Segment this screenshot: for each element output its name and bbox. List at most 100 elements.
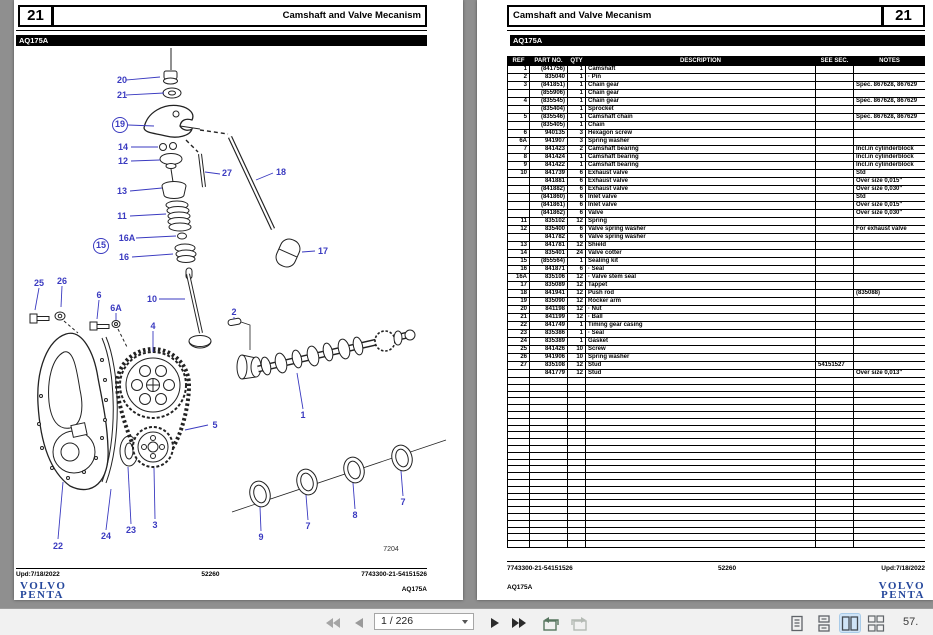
- table-cell: [853, 89, 925, 98]
- table-cell: [507, 201, 530, 210]
- two-page-layout-button[interactable]: [839, 613, 861, 633]
- table-cell: Exhaust valve: [585, 177, 816, 186]
- table-cell: 841782: [529, 233, 568, 242]
- single-page-layout-button[interactable]: [787, 614, 807, 632]
- chain-gear-drawing: [114, 346, 192, 468]
- empty-table-row: [507, 451, 925, 460]
- next-page-icon: [491, 618, 499, 628]
- table-cell: [853, 105, 925, 114]
- previous-view-button[interactable]: [540, 616, 562, 631]
- table-cell: 14: [507, 249, 530, 258]
- table-cell: [507, 185, 530, 194]
- empty-table-row: [507, 533, 925, 542]
- table-cell: (855564): [529, 257, 568, 266]
- zoom-level[interactable]: 57.: [903, 616, 919, 628]
- table-cell: Incl.in cylinderblock: [853, 161, 925, 170]
- continuous-layout-button[interactable]: [814, 614, 834, 632]
- empty-table-row: [507, 397, 925, 406]
- table-cell: [815, 369, 854, 378]
- table-cell: [853, 281, 925, 290]
- table-cell: Inlet valve: [585, 193, 816, 202]
- empty-table-row: [507, 465, 925, 474]
- table-cell: [853, 297, 925, 306]
- next-page-button[interactable]: [486, 616, 504, 630]
- table-cell: 835108: [529, 361, 568, 370]
- table-cell: 835089: [529, 281, 568, 290]
- empty-table-row: [507, 438, 925, 446]
- table-cell: Camshaft bearing: [585, 153, 816, 162]
- table-cell: (841861): [529, 201, 568, 210]
- table-cell: · Seal: [585, 265, 816, 274]
- empty-table-row: [507, 390, 925, 399]
- figure-number: 7204: [383, 546, 399, 553]
- column-header: PART NO.: [529, 56, 568, 66]
- previous-page-button[interactable]: [350, 616, 368, 630]
- table-cell: [815, 161, 854, 170]
- table-cell: [853, 321, 925, 330]
- table-cell: [853, 305, 925, 314]
- table-cell: Camshaft: [585, 65, 816, 74]
- table-cell: [815, 313, 854, 322]
- footer-code-left: 52260: [201, 571, 220, 578]
- model-bar-left: AQ175A: [16, 35, 427, 46]
- table-cell: Over size 0,015": [853, 177, 925, 186]
- table-cell: [853, 257, 925, 266]
- table-cell: 841426: [529, 345, 568, 354]
- table-cell: [853, 233, 925, 242]
- table-cell: Rocker arm: [585, 297, 816, 306]
- table-cell: 841871: [529, 265, 568, 274]
- empty-table-row: [507, 458, 925, 467]
- table-cell: 6: [567, 193, 586, 202]
- table-cell: [853, 129, 925, 138]
- table-cell: 16A: [507, 273, 530, 282]
- table-cell: 835106: [529, 273, 568, 282]
- table-cell: Timing gear casing: [585, 321, 816, 330]
- table-cell: 12: [567, 369, 586, 378]
- table-cell: Valve spring washer: [585, 233, 816, 242]
- table-cell: (841756): [529, 65, 568, 74]
- table-cell: [853, 337, 925, 346]
- table-cell: 12: [567, 289, 586, 298]
- footer-updated-right: Upd:7/18/2022: [881, 565, 925, 572]
- table-cell: [815, 145, 854, 154]
- table-cell: 18: [507, 289, 530, 298]
- table-cell: 6: [567, 169, 586, 178]
- table-cell: [853, 329, 925, 338]
- next-view-button[interactable]: [568, 616, 590, 631]
- last-page-button[interactable]: [510, 616, 528, 630]
- table-cell: 6: [567, 185, 586, 194]
- page-number-combobox[interactable]: 1 / 226: [374, 613, 474, 630]
- previous-view-icon: [543, 616, 559, 631]
- table-cell: Chain gear: [585, 81, 816, 90]
- empty-table-row: [507, 519, 925, 528]
- table-cell: [507, 105, 530, 114]
- page-title-left: Camshaft and Valve Mecanism: [52, 5, 427, 27]
- page-left: 21 Camshaft and Valve Mecanism AQ175A: [14, 0, 463, 601]
- volvo-penta-logo-left: VOLVO PENTA: [20, 580, 67, 601]
- two-page-continuous-layout-button[interactable]: [866, 614, 886, 632]
- table-cell: 20: [507, 305, 530, 314]
- table-cell: Stud: [585, 361, 816, 370]
- table-cell: 3: [507, 81, 530, 90]
- table-cell: 22: [507, 321, 530, 330]
- first-page-button[interactable]: [324, 616, 342, 630]
- table-cell: 841941: [529, 289, 568, 298]
- previous-page-icon: [355, 618, 363, 628]
- page-indicator: 1 / 226: [381, 615, 414, 627]
- push-rod-drawing: [198, 136, 301, 268]
- empty-table-row: [507, 424, 925, 433]
- table-cell: 1: [567, 337, 586, 346]
